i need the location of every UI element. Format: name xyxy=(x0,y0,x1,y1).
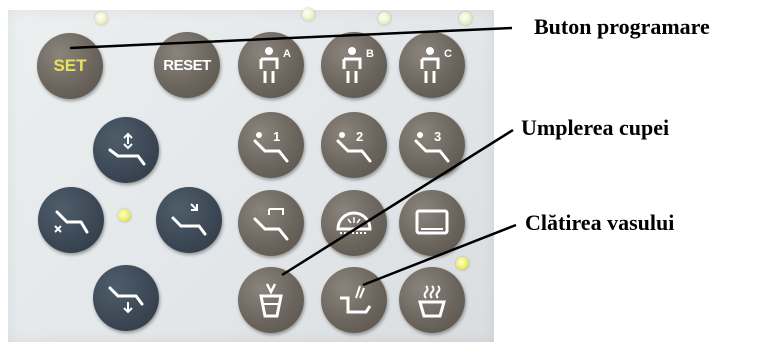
leader-line-cup-fill xyxy=(282,130,513,275)
leader-line-programming xyxy=(70,28,512,48)
label-bowl-rinse: Clătirea vasului xyxy=(525,210,674,236)
label-programming-button: Buton programare xyxy=(534,14,710,40)
label-cup-fill: Umplerea cupei xyxy=(521,115,669,141)
leader-line-bowl-rinse xyxy=(363,225,516,285)
